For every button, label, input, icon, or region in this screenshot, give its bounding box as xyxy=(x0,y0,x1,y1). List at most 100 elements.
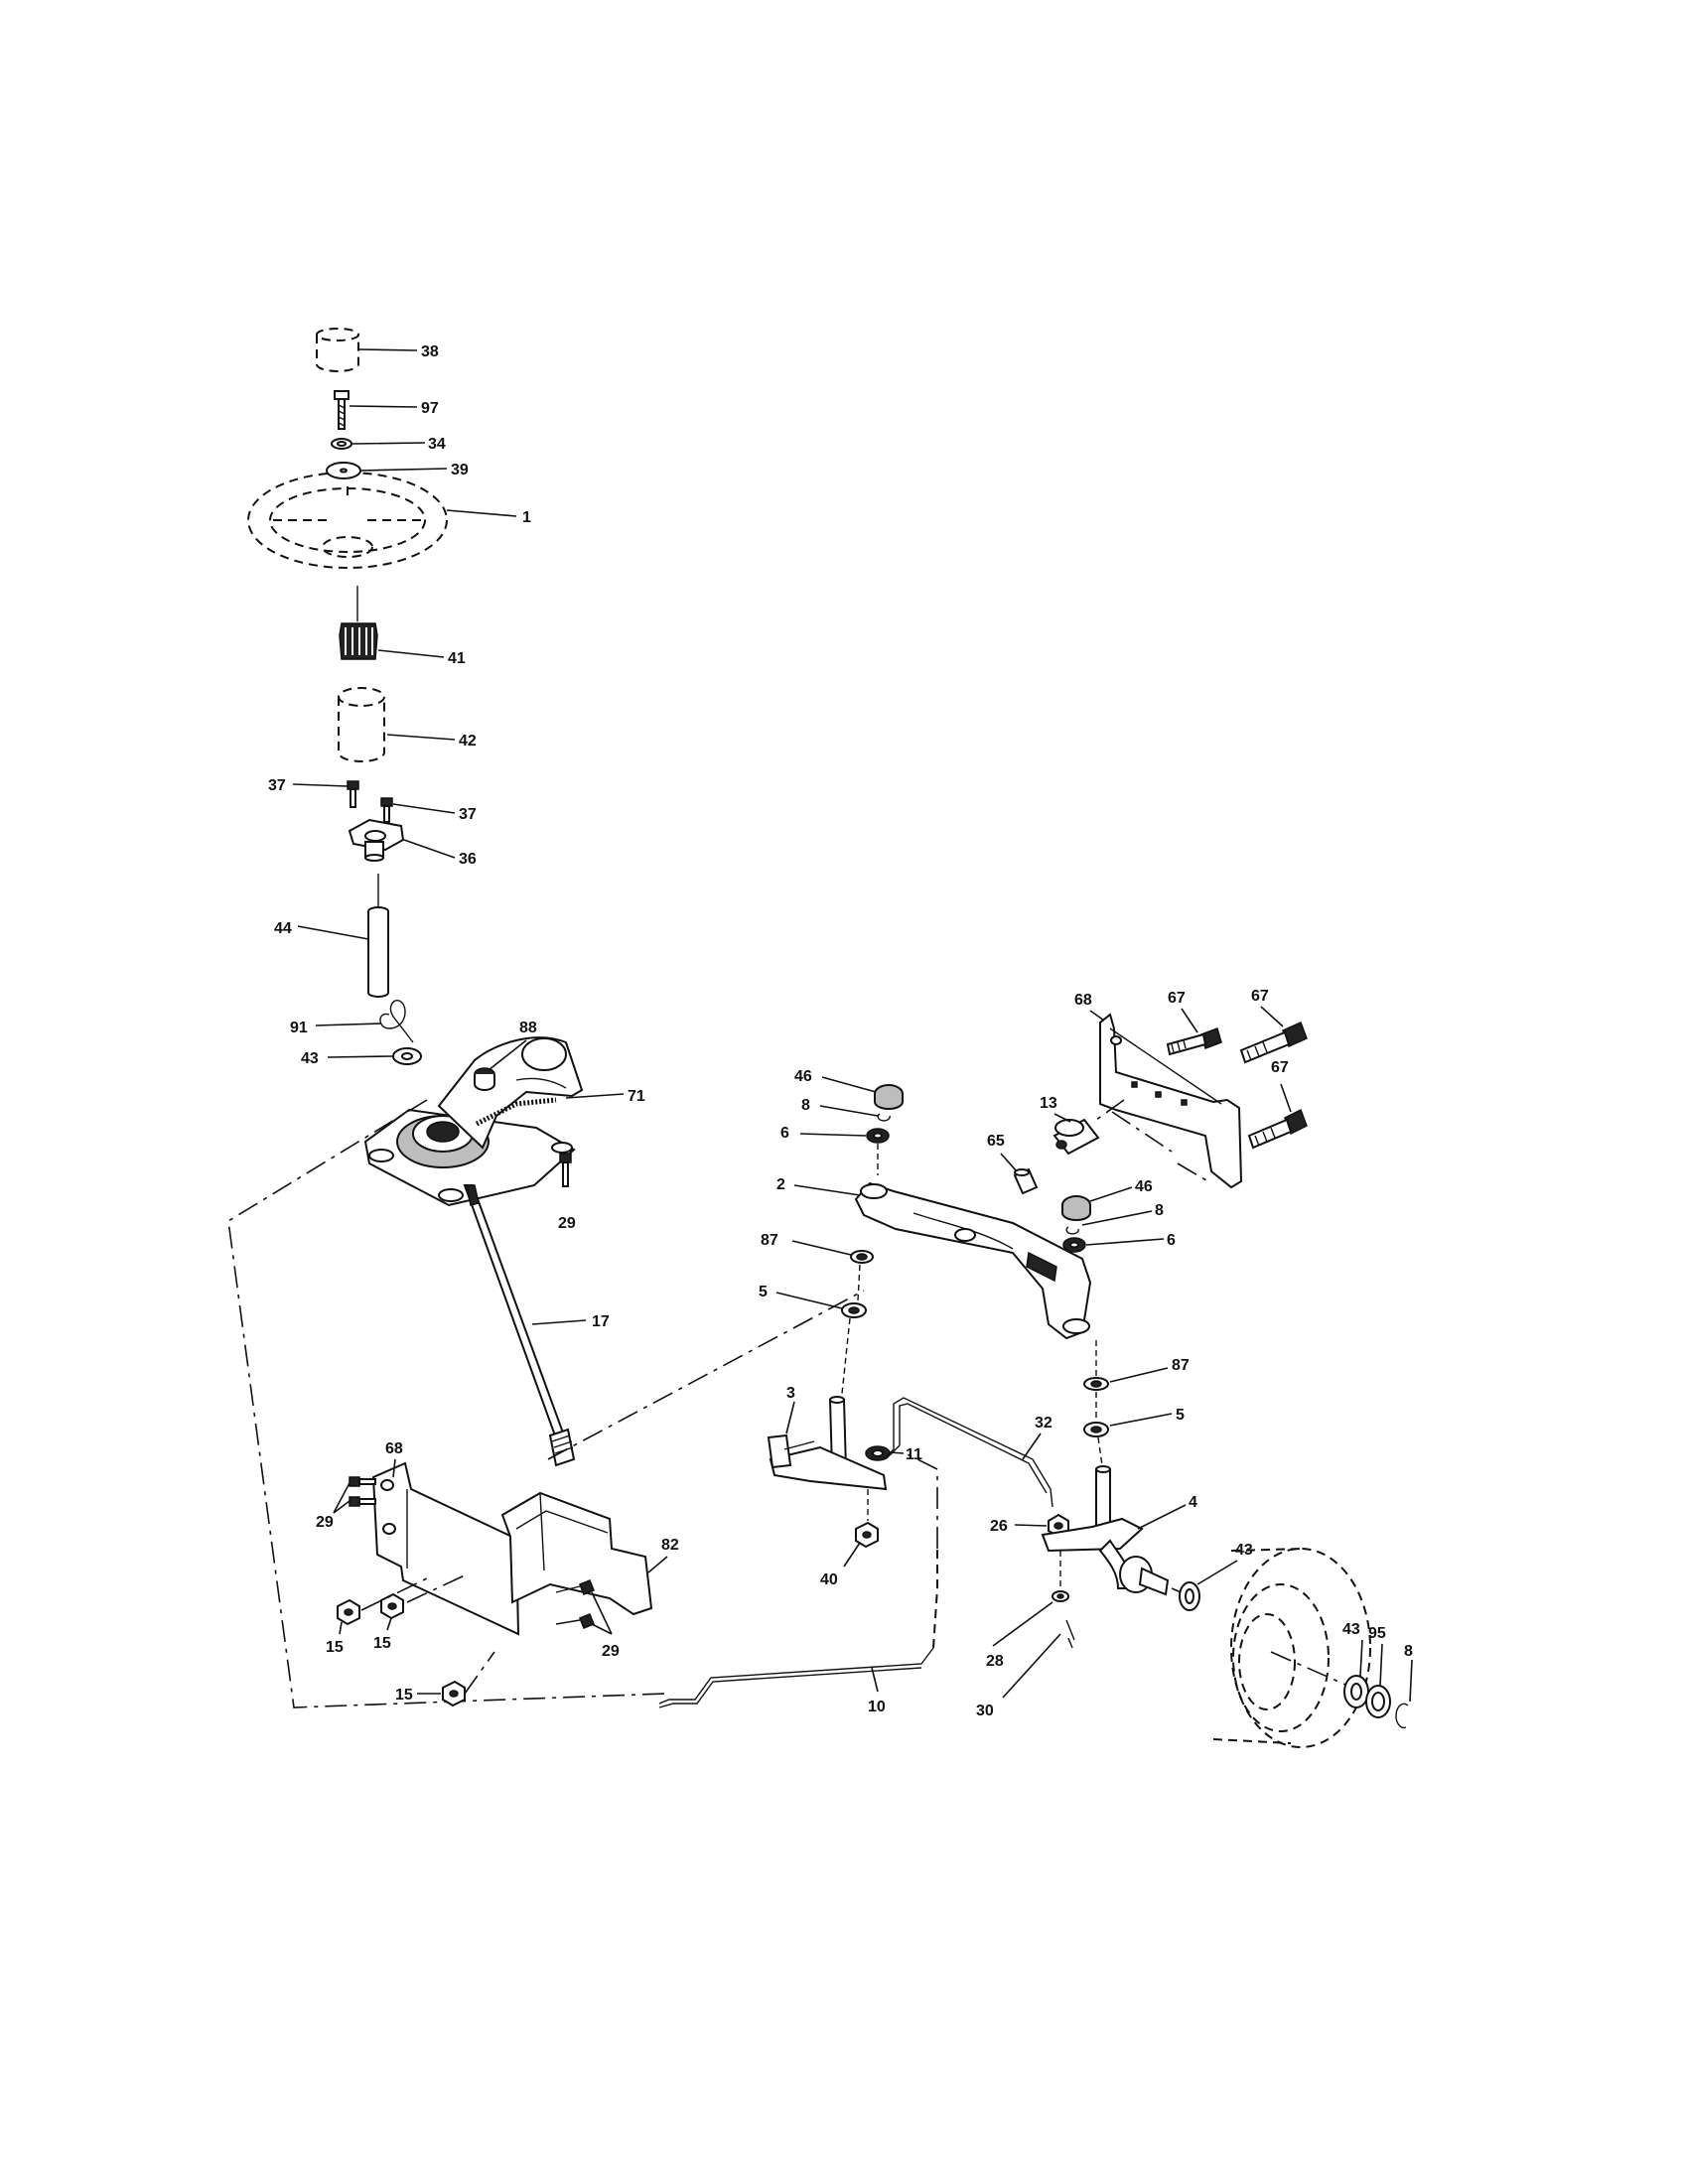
callout-34: 34 xyxy=(428,436,446,453)
wheel-tire-phantom xyxy=(1212,1548,1371,1748)
callout-6-left: 6 xyxy=(780,1125,789,1142)
screw-37-left xyxy=(347,780,359,808)
cap-46-left xyxy=(874,1084,904,1110)
bolt-29-pair-left xyxy=(349,1476,376,1507)
washer-87-left xyxy=(850,1250,874,1264)
bushing-11 xyxy=(865,1445,891,1461)
callout-67-a: 67 xyxy=(1168,990,1186,1007)
callout-15-c: 15 xyxy=(395,1687,413,1704)
callout-8-wheel: 8 xyxy=(1404,1643,1413,1660)
washer-87-right xyxy=(1083,1377,1109,1391)
callout-26: 26 xyxy=(990,1518,1008,1535)
tie-rod-32 xyxy=(883,1397,1053,1508)
callout-32: 32 xyxy=(1035,1415,1052,1432)
callout-67-c: 67 xyxy=(1271,1059,1289,1076)
washer-95 xyxy=(1365,1685,1391,1718)
column-boot-42 xyxy=(338,687,385,762)
assembly-line-right xyxy=(1111,1111,1173,1153)
steering-wheel-1 xyxy=(247,472,448,569)
steering-shaft-17 xyxy=(463,1184,576,1467)
callout-37-left: 37 xyxy=(268,777,286,794)
washer-6-right xyxy=(1062,1237,1086,1253)
callout-29-right: 29 xyxy=(602,1643,620,1660)
callout-3: 3 xyxy=(786,1385,795,1402)
callout-43-outer: 43 xyxy=(1342,1621,1360,1638)
callout-91: 91 xyxy=(290,1020,308,1036)
assembly-line-drag xyxy=(901,1450,938,1549)
callout-40: 40 xyxy=(820,1571,838,1588)
bushing-5-left xyxy=(841,1302,867,1318)
callout-43-left: 43 xyxy=(301,1050,319,1067)
callout-8-left: 8 xyxy=(801,1097,810,1114)
callout-43-axle: 43 xyxy=(1235,1542,1253,1559)
callout-2: 2 xyxy=(776,1176,785,1193)
callout-44: 44 xyxy=(274,920,292,937)
washer-43-outer xyxy=(1343,1675,1369,1708)
callout-38: 38 xyxy=(421,343,439,360)
drag-link-10 xyxy=(658,1549,938,1708)
steering-cap-38 xyxy=(316,328,359,372)
washer-43-left xyxy=(392,1047,422,1065)
callout-15-b: 15 xyxy=(373,1635,391,1652)
hairpin-clip-91 xyxy=(379,1000,414,1043)
callout-39: 39 xyxy=(451,462,469,478)
callout-28: 28 xyxy=(986,1653,1004,1670)
steering-bracket-68-left xyxy=(371,1461,520,1636)
bushing-5-right xyxy=(1083,1422,1109,1437)
callout-71: 71 xyxy=(628,1088,645,1105)
splined-adapter-41 xyxy=(339,586,378,660)
callout-87-left: 87 xyxy=(761,1232,778,1249)
callout-37-right: 37 xyxy=(459,806,477,823)
callout-97: 97 xyxy=(421,400,439,417)
callout-68-right: 68 xyxy=(1074,992,1092,1009)
callout-29-gear: 29 xyxy=(558,1215,576,1232)
callout-17: 17 xyxy=(592,1313,610,1330)
washer-6-left xyxy=(866,1128,890,1144)
lock-washer-34 xyxy=(331,438,352,450)
e-ring-8-left xyxy=(877,1113,891,1122)
nut-15-a xyxy=(337,1598,360,1626)
callout-8-right: 8 xyxy=(1155,1202,1164,1219)
callout-10: 10 xyxy=(868,1699,886,1715)
callout-95: 95 xyxy=(1368,1625,1386,1642)
bolt-67-c xyxy=(1247,1108,1308,1150)
assembly-line-nuts xyxy=(360,1573,495,1695)
washer-43-axle xyxy=(1179,1581,1200,1611)
callout-36: 36 xyxy=(459,851,477,868)
spacer-tube-44 xyxy=(367,874,389,998)
callout-6-right: 6 xyxy=(1167,1232,1176,1249)
callout-88: 88 xyxy=(519,1020,537,1036)
callout-13: 13 xyxy=(1040,1095,1057,1112)
callout-68-left: 68 xyxy=(385,1440,403,1457)
bolt-67-a xyxy=(1166,1027,1222,1056)
nut-15-c xyxy=(442,1680,466,1707)
callout-11: 11 xyxy=(906,1446,922,1463)
axle-bracket-68-right xyxy=(1095,1013,1243,1189)
screw-37-right xyxy=(380,797,393,823)
assembly-line-left xyxy=(227,1099,666,1708)
bolt-29-pair-right xyxy=(555,1579,595,1629)
e-ring-8-wheel xyxy=(1395,1703,1409,1729)
callout-5-right: 5 xyxy=(1176,1407,1185,1424)
callout-87-right: 87 xyxy=(1172,1357,1190,1374)
nut-40 xyxy=(855,1521,879,1549)
bolt-29-gear xyxy=(559,1153,572,1187)
assembly-line-shaft xyxy=(547,1290,865,1460)
callout-67-b: 67 xyxy=(1251,988,1269,1005)
callout-1: 1 xyxy=(522,509,531,526)
callout-65: 65 xyxy=(987,1133,1005,1150)
front-axle-2 xyxy=(854,1181,1092,1340)
spacer-13 xyxy=(1052,1118,1100,1156)
spindle-4-right xyxy=(1041,1465,1170,1596)
callout-41: 41 xyxy=(448,650,466,667)
washer-28 xyxy=(1052,1590,1069,1602)
washer-39 xyxy=(326,462,361,479)
callout-46-left: 46 xyxy=(794,1068,812,1085)
cotter-pin-30 xyxy=(1065,1619,1075,1649)
callout-15-a: 15 xyxy=(326,1639,344,1656)
support-bracket-82 xyxy=(500,1491,653,1616)
callout-42: 42 xyxy=(459,733,477,750)
e-ring-8-right xyxy=(1065,1226,1079,1235)
cap-46-right xyxy=(1061,1195,1091,1221)
